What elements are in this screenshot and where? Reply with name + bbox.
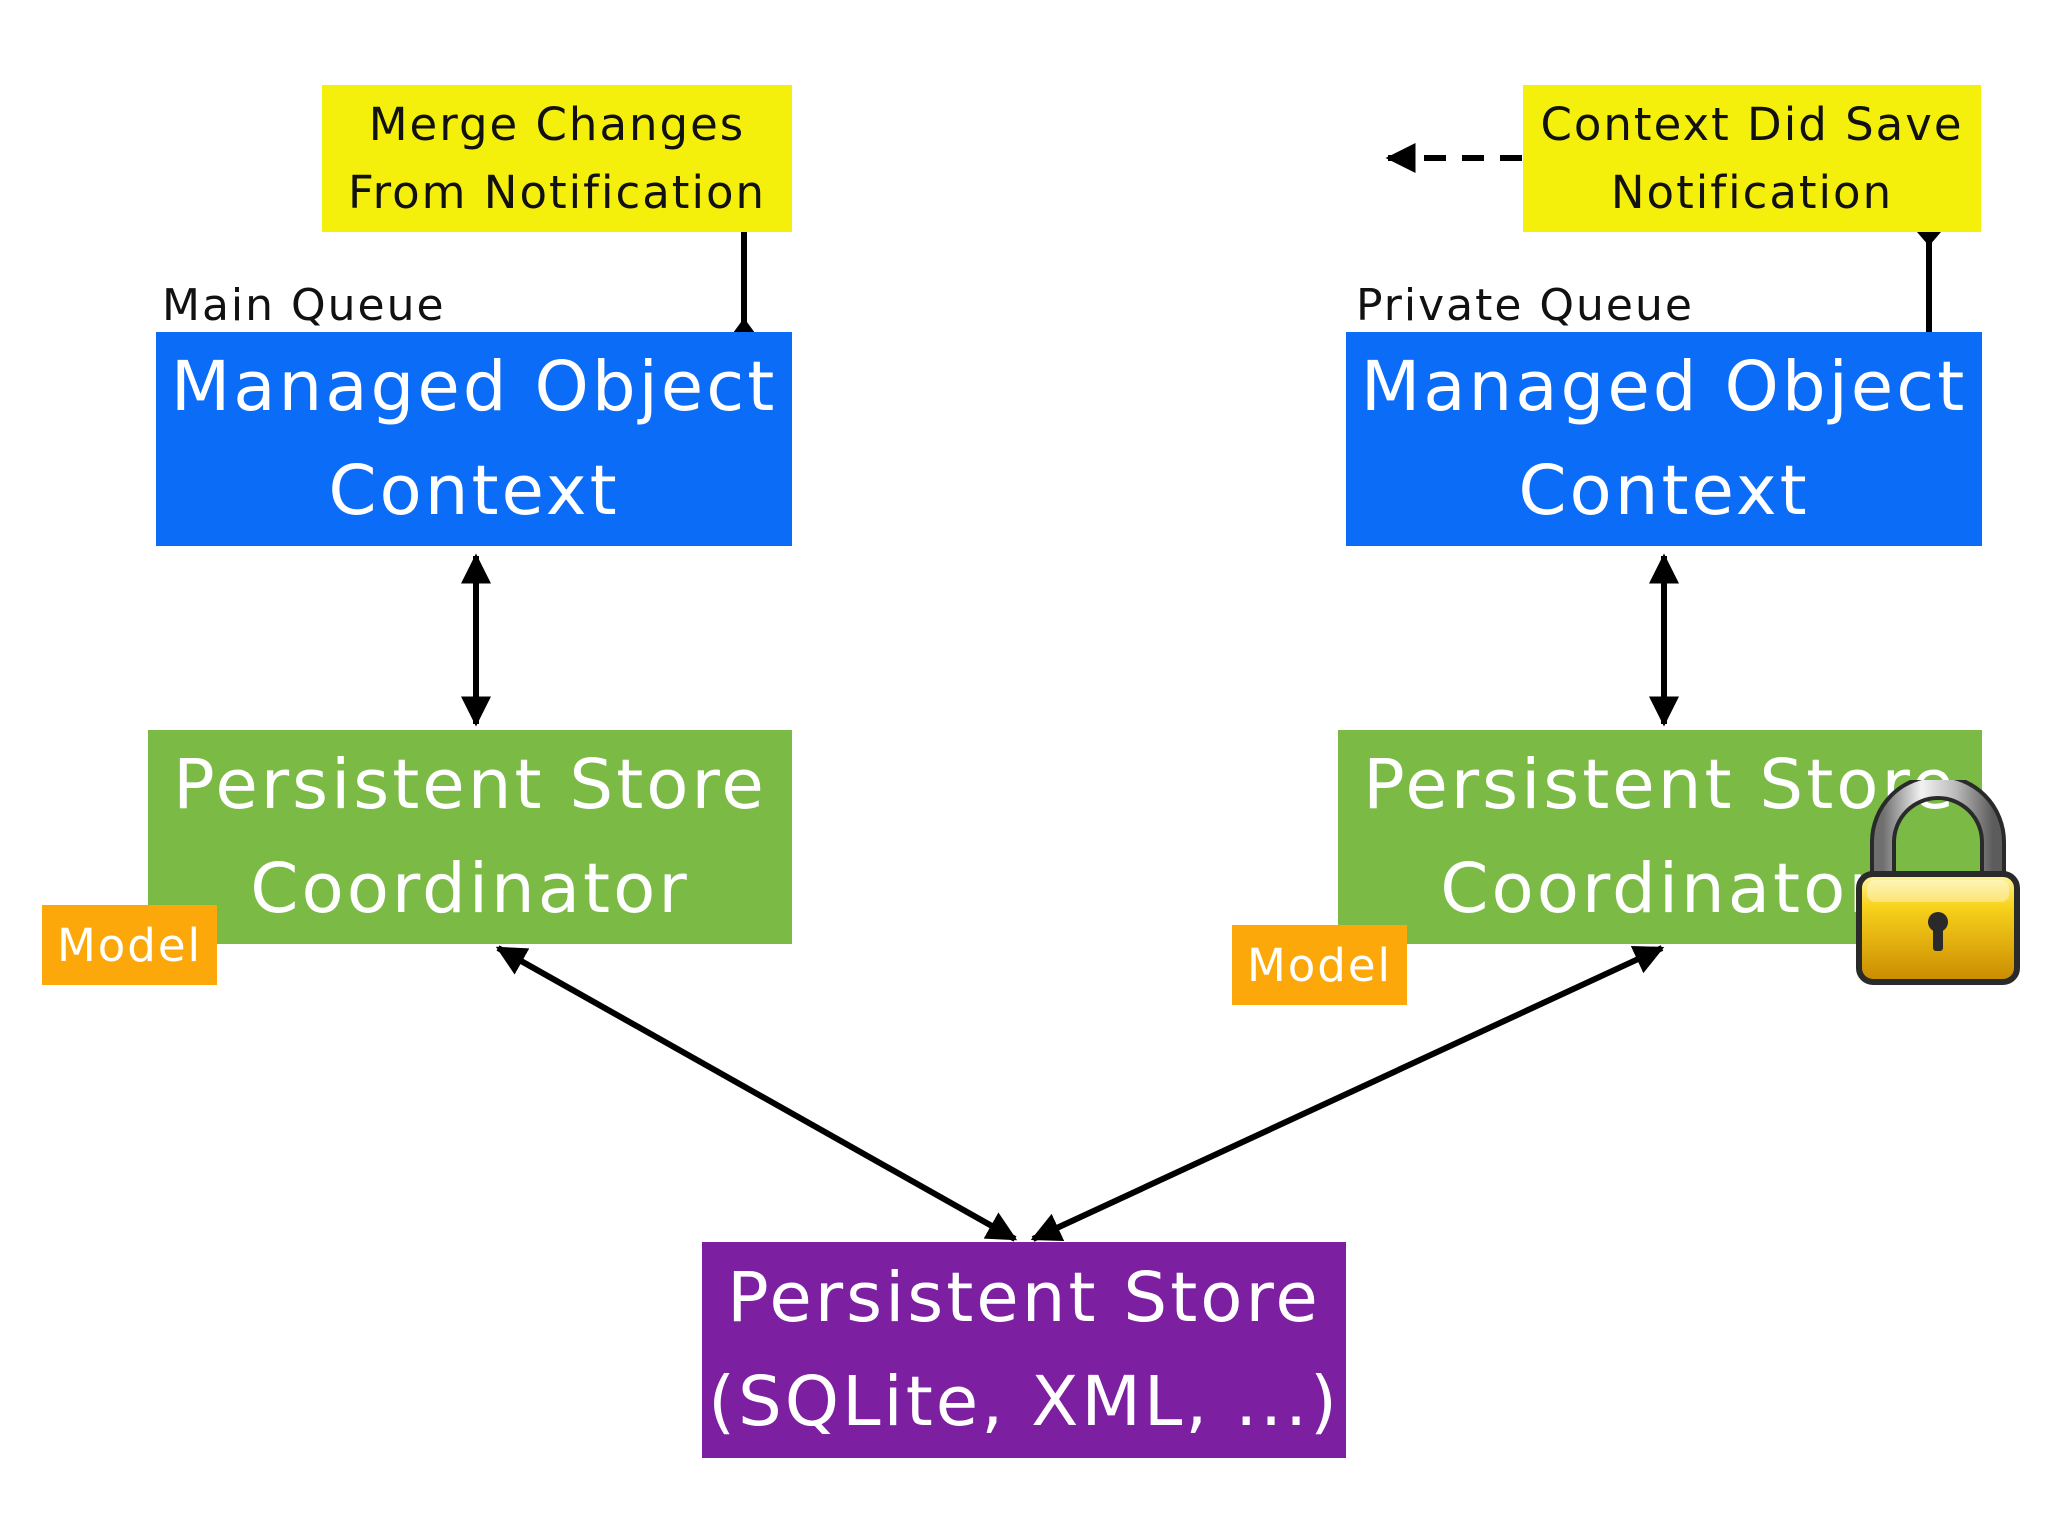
private-model-badge: Model bbox=[1232, 925, 1407, 1005]
main-model-badge: Model bbox=[42, 905, 217, 985]
main-merge-connector-head bbox=[733, 318, 755, 333]
private-queue-label: Private Queue bbox=[1356, 280, 1694, 331]
lock-icon bbox=[1856, 780, 2020, 985]
main-managed-object-context: Managed Object Context bbox=[156, 332, 792, 546]
main-queue-label: Main Queue bbox=[162, 280, 446, 331]
main-coordinator-store-arrow bbox=[495, 945, 1018, 1242]
persistent-store: Persistent Store (SQLite, XML, ...) bbox=[702, 1242, 1346, 1458]
private-managed-object-context: Managed Object Context bbox=[1346, 332, 1982, 546]
private-persistent-store-coordinator: Persistent Store Coordinator bbox=[1338, 730, 1982, 944]
context-did-save-note: Context Did Save Notification bbox=[1523, 85, 1981, 232]
private-coordinator-store-arrow bbox=[1030, 945, 1665, 1242]
private-save-connector-head bbox=[1917, 232, 1941, 246]
merge-changes-note: Merge Changes From Notification bbox=[322, 85, 792, 232]
main-persistent-store-coordinator: Persistent Store Coordinator bbox=[148, 730, 792, 944]
